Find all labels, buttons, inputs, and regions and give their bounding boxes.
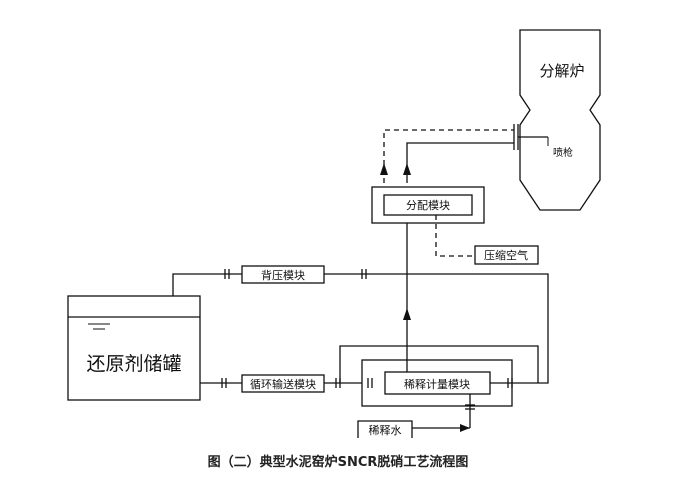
reagent-arrow-top xyxy=(403,163,411,175)
reagent-line-to-gun xyxy=(406,142,514,183)
reductant-tank xyxy=(67,295,201,401)
back-pressure-module-label: 背压模块 xyxy=(261,268,305,282)
furnace-label: 分解炉 xyxy=(539,62,584,80)
dilution-water-label: 稀释水 xyxy=(369,424,402,437)
back-pressure-module-box xyxy=(241,265,325,284)
air-line-to-gun xyxy=(383,129,514,183)
return-loop-line xyxy=(339,345,539,383)
dilution-water-box xyxy=(357,420,413,438)
compressed-air-line xyxy=(435,215,475,257)
distribution-module-outer xyxy=(371,186,485,224)
furnace-outline xyxy=(519,29,601,211)
figure-caption: 图（二）典型水泥窑炉SNCR脱硝工艺流程图 xyxy=(208,454,469,470)
metering-module-label: 稀释计量模块 xyxy=(404,378,470,391)
dilution-water-arrow xyxy=(460,424,470,432)
circulation-module-label: 循环输送模块 xyxy=(250,377,316,391)
compressed-air-label: 压缩空气 xyxy=(484,248,528,262)
compressed-air-box xyxy=(474,245,539,265)
air-arrow xyxy=(380,163,388,175)
back-pressure-line xyxy=(172,273,549,384)
distribution-module-label: 分配模块 xyxy=(406,199,450,212)
distribution-module-inner xyxy=(383,194,473,216)
circulation-module-box xyxy=(241,374,325,393)
main-trunk-arrow xyxy=(403,308,411,320)
reductant-tank-label: 还原剂储罐 xyxy=(86,353,181,375)
spray-gun-label: 喷枪 xyxy=(553,146,573,159)
